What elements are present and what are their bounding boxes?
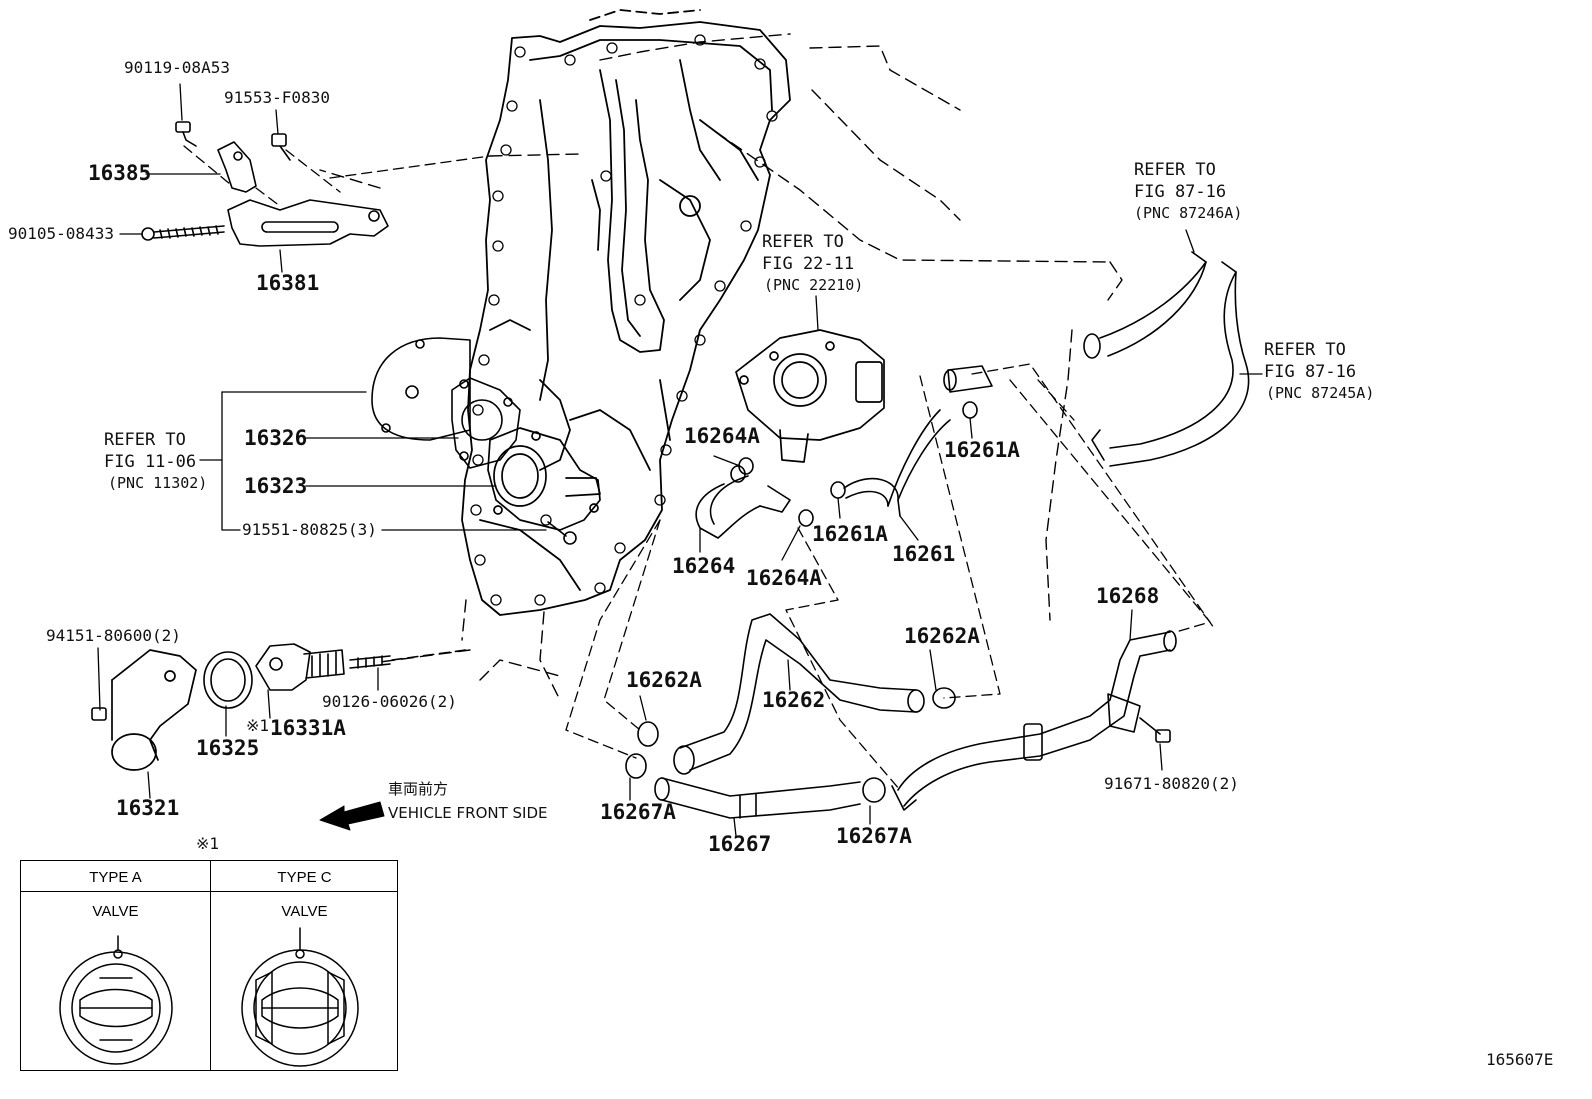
water-pipe-16268 [891,630,1177,811]
bolt-90119 [175,121,197,147]
ref-fig-11-06-pnc: (PNC 11302) [108,474,208,492]
hose-16264 [695,465,791,539]
hose-16267 [654,777,861,819]
label-16267: 16267 [708,832,772,856]
water-inlet-housing-16323 [487,427,601,531]
bracket-16385 [217,141,257,193]
label-16321: 16321 [116,796,180,820]
ref-fig-87-16b-line2: FIG 87-16 [1264,362,1357,382]
alternator-bracket-16381 [227,199,389,247]
label-16261a-mid: 16261A [812,522,888,546]
clamps-16267a [625,753,886,803]
hose-16262 [673,613,925,775]
hidden-outline-lines [319,33,1123,701]
label-16264a-bottom: 16264A [746,566,822,590]
thermostat-16331a [255,643,345,691]
label-91553-f0830: 91553-F0830 [224,88,330,107]
water-inlet-16321 [111,649,197,771]
label-16326: 16326 [244,426,308,450]
note-mark-1: ※1 [246,716,270,735]
ref-fig-22-11-pnc: (PNC 22210) [764,276,864,294]
thermostat-type-a-drawing [59,935,173,1065]
label-16268: 16268 [1096,584,1160,608]
bolt-91671 [1139,717,1171,743]
figure-id: 165607E [1486,1050,1554,1069]
label-16381: 16381 [256,271,320,295]
clamps-16262a [637,687,956,747]
label-16262a-right: 16262A [904,624,980,648]
table-header-type-c: TYPE C [277,869,332,886]
thermostat-type-table: TYPE A TYPE C VALVE VALVE [20,860,398,1071]
label-90119-08a53: 90119-08A53 [124,58,230,77]
bracket-mount-lines [183,145,491,207]
label-16264: 16264 [672,554,736,578]
ref-fig-11-06-line2: FIG 11-06 [104,452,197,472]
ref-fig-87-16a-line2: FIG 87-16 [1134,182,1227,202]
ref-fig-87-16a-pnc: (PNC 87246A) [1134,204,1243,222]
label-16261: 16261 [892,542,956,566]
vehicle-front-arrow [319,801,385,831]
label-16264a-top: 16264A [684,424,760,448]
label-90105-08433: 90105-08433 [8,224,114,243]
label-16331a: 16331A [270,716,346,740]
bolt-91551 [547,521,577,545]
vehicle-front-en: VEHICLE FRONT SIDE [388,804,548,822]
heater-hoses [1083,251,1250,467]
label-90126-06026: 90126-06026(2) [322,692,457,711]
engine-timing-cover [461,9,791,616]
bolt-91553 [271,133,291,161]
bolt-90105 [141,225,225,241]
vehicle-front-jp: 車両前方 [388,780,449,798]
hose-16261 [843,365,993,517]
label-16385: 16385 [88,161,152,185]
connection-dashed-lines [565,363,1215,791]
table-column-divider [210,861,211,1070]
leader-lines [97,83,1263,837]
bolt-94151 [91,707,107,721]
label-16262a-left: 16262A [626,668,702,692]
thermostat-type-c-drawing [241,927,359,1067]
throttle-body [735,329,885,463]
label-91551-80825: 91551-80825(3) [242,520,377,539]
label-16323: 16323 [244,474,308,498]
ref-fig-11-06-line1: REFER TO [104,430,186,450]
ref-fig-87-16b-line1: REFER TO [1264,340,1346,360]
table-header-type-a: TYPE A [89,869,142,886]
label-16325: 16325 [196,736,260,760]
label-16267a-left: 16267A [600,800,676,824]
label-16261a-right: 16261A [944,438,1020,462]
label-91671-80820: 91671-80820(2) [1104,774,1239,793]
ref-fig-87-16b-pnc: (PNC 87245A) [1266,384,1375,402]
label-16262: 16262 [762,688,826,712]
gasket-16325 [203,651,253,709]
label-94151-80600: 94151-80600(2) [46,626,181,645]
ref-fig-22-11-line2: FIG 22-11 [762,254,855,274]
note-mark-table: ※1 [196,834,220,853]
valve-label-type-a: VALVE [92,903,139,920]
gasket-16326 [451,377,521,469]
ref-fig-22-11-line1: REFER TO [762,232,844,252]
table-header-divider [21,891,397,892]
label-16267a-right: 16267A [836,824,912,848]
cover-bolt-holes [470,34,778,606]
ref-fig-87-16a-line1: REFER TO [1134,160,1216,180]
valve-label-type-c: VALVE [281,903,328,920]
water-pump-housing [371,337,471,441]
stud-90126 [349,649,467,669]
